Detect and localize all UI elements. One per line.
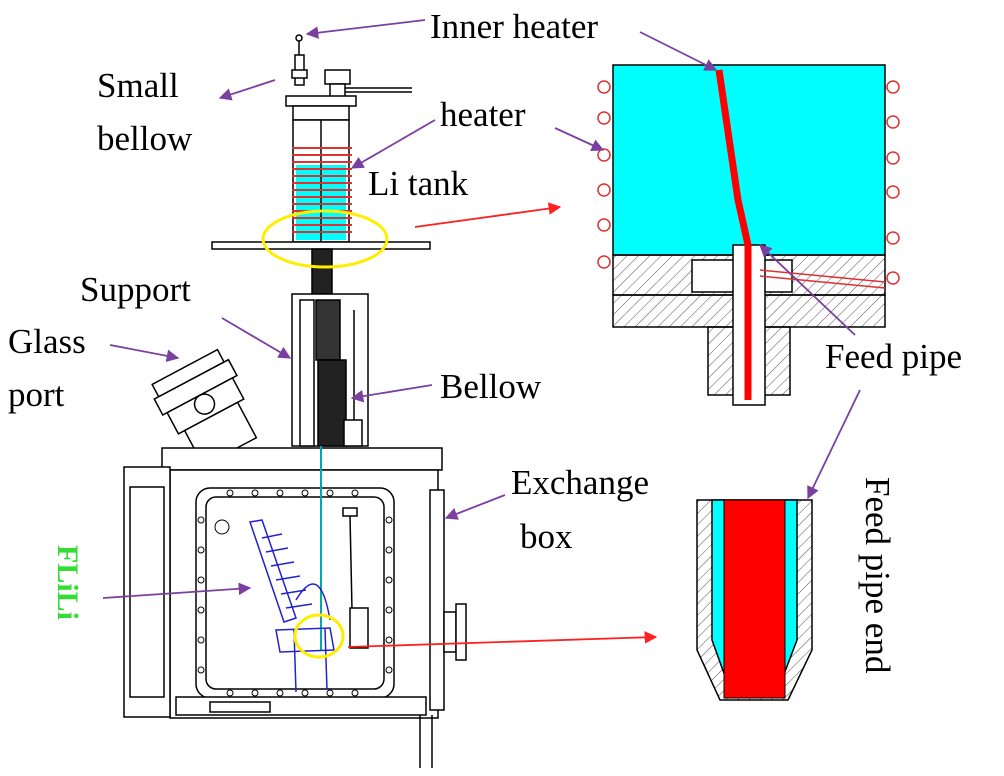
li-tank-label: Li tank	[368, 164, 469, 203]
bellow-label: Bellow	[440, 367, 542, 406]
callout-arrows	[347, 202, 658, 648]
exchange-box	[123, 447, 467, 768]
support-pointer	[221, 317, 292, 359]
li-tank-highlight-ellipse	[261, 209, 389, 269]
heater-detail-pointer	[554, 127, 605, 152]
inner-heater-pointer	[305, 19, 426, 39]
feed-pipe-end-detail	[696, 499, 813, 701]
exchange-box-label-line1: Exchange	[511, 463, 649, 502]
window-bolts	[197, 489, 393, 697]
support-label: Support	[80, 270, 191, 309]
li-tank	[292, 119, 350, 243]
flili-pointer	[102, 582, 252, 599]
feed-pipe-end-highlight-ellipse	[293, 613, 345, 659]
feed-pipe-label: Feed pipe	[825, 337, 962, 376]
bellow-pointer	[350, 384, 433, 403]
inner-heater-detail-pointer	[639, 31, 718, 71]
exchange-box-label-line2: box	[520, 517, 573, 556]
glass-port-label-line1: Glass	[8, 322, 86, 361]
small-bellow-pointer	[218, 79, 276, 101]
li-tank-callout-arrow	[414, 202, 562, 228]
glass-port-label-line2: port	[8, 375, 65, 414]
li-tank-detail-coil	[597, 80, 900, 285]
feed-pipe-end-callout-arrow	[347, 631, 658, 648]
exchange-mechanism	[342, 507, 369, 649]
heater-coil	[292, 147, 352, 233]
pointer-arrows	[102, 19, 861, 599]
small-bellow-assembly	[285, 34, 412, 121]
feed-pipe-detail-pointer	[759, 244, 856, 336]
heater-label: heater	[440, 95, 526, 134]
small-bellow-label-line1: Small	[97, 66, 179, 105]
support-column	[291, 293, 369, 447]
flili-label: FLiLi	[51, 545, 84, 620]
small-bellow-label-line2: bellow	[97, 119, 193, 158]
heater-pointer	[350, 119, 436, 169]
feed-pipe-end-label: Feed pipe end	[858, 477, 897, 674]
feed-pipe-end-pointer	[807, 389, 861, 500]
glass-port-pointer	[109, 344, 180, 363]
inner-heater-detail	[715, 69, 752, 400]
exchange-box-pointer	[444, 494, 506, 520]
inner-heater-label: Inner heater	[430, 7, 598, 46]
